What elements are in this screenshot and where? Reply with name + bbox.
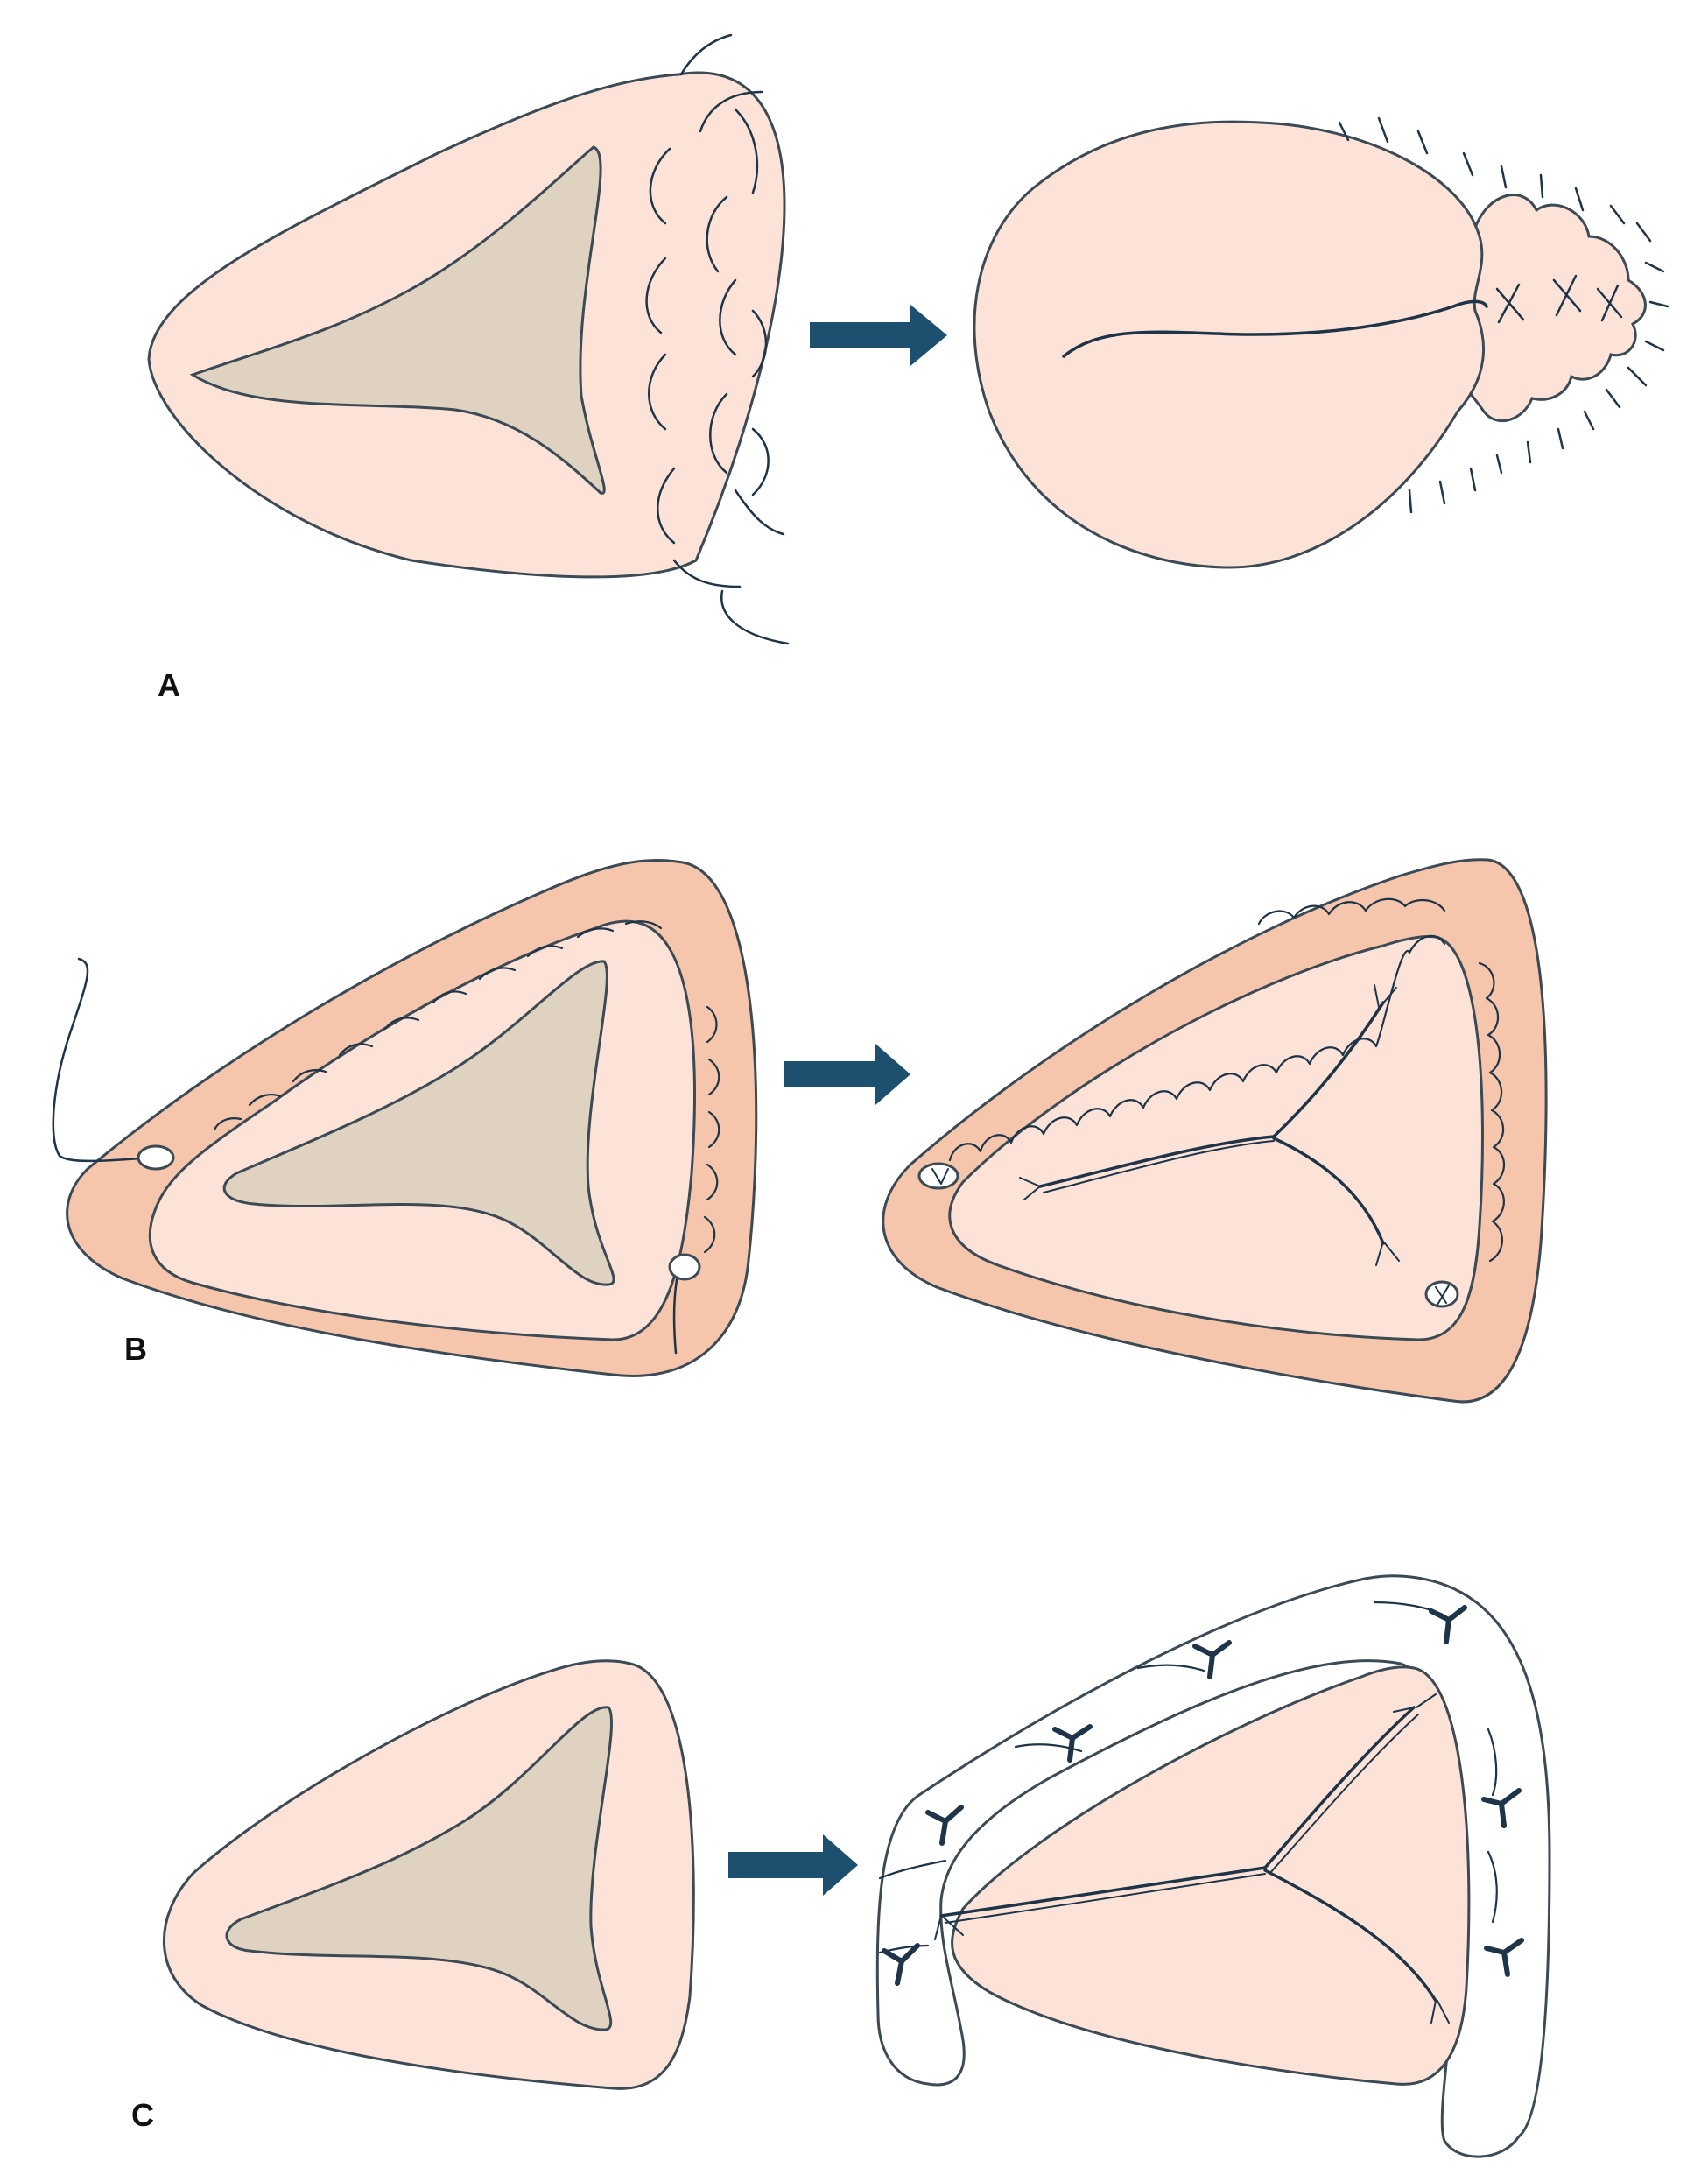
arrow-right-icon bbox=[728, 1834, 858, 1896]
panel-label-a: A bbox=[158, 667, 180, 703]
plicated-tissue-edge bbox=[1451, 194, 1647, 423]
tied-stitches bbox=[1495, 274, 1623, 324]
pledget-icon bbox=[668, 1253, 701, 1281]
valve-tissue-closed bbox=[948, 935, 1484, 1341]
scalloped-suture-line bbox=[948, 897, 1506, 1263]
suture-stitch-icon bbox=[882, 1943, 920, 1986]
panel-c-after bbox=[875, 1574, 1551, 2158]
valve-orifice bbox=[222, 960, 615, 1286]
panel-label-b: B bbox=[124, 1331, 147, 1367]
pledget-icon bbox=[137, 1144, 175, 1171]
panel-b-after bbox=[882, 858, 1548, 1404]
suture-stitch-icon bbox=[925, 1805, 964, 1846]
interrupted-sutures bbox=[878, 1601, 1498, 1954]
suture-ends bbox=[1338, 116, 1669, 514]
free-suture-end bbox=[52, 957, 155, 1163]
arrow-right-icon bbox=[810, 305, 947, 366]
suture-stitch-icon bbox=[1052, 1724, 1093, 1763]
coaptation-line bbox=[1019, 984, 1400, 1266]
panel-a-before bbox=[147, 33, 790, 645]
panel-b-before bbox=[52, 858, 758, 1377]
valve-tissue-closed bbox=[973, 120, 1485, 569]
arrow-right-icon bbox=[784, 1044, 910, 1105]
pledget-icon bbox=[917, 1162, 959, 1190]
panel-c: C bbox=[131, 1574, 1551, 2158]
panel-a: A bbox=[147, 33, 1669, 703]
coaptation-line bbox=[1062, 299, 1488, 358]
suture-stitch-icon bbox=[1192, 1640, 1232, 1679]
valve-orifice bbox=[225, 1706, 614, 2031]
suture-stitch-icon bbox=[1429, 1605, 1467, 1644]
running-suture bbox=[645, 33, 790, 645]
panel-label-c: C bbox=[131, 2097, 154, 2133]
pericardial-strip bbox=[875, 1574, 1551, 2158]
valve-orifice bbox=[189, 145, 606, 495]
coaptation-line bbox=[934, 1693, 1450, 2024]
panel-b: B bbox=[52, 858, 1548, 1404]
panel-a-after bbox=[973, 116, 1669, 569]
pledget-icon bbox=[1424, 1280, 1459, 1308]
purse-string-suture bbox=[52, 920, 720, 1355]
suture-stitch-icon bbox=[1481, 1788, 1522, 1828]
panel-c-before bbox=[162, 1659, 695, 2090]
suture-stitch-icon bbox=[1484, 1938, 1524, 1977]
